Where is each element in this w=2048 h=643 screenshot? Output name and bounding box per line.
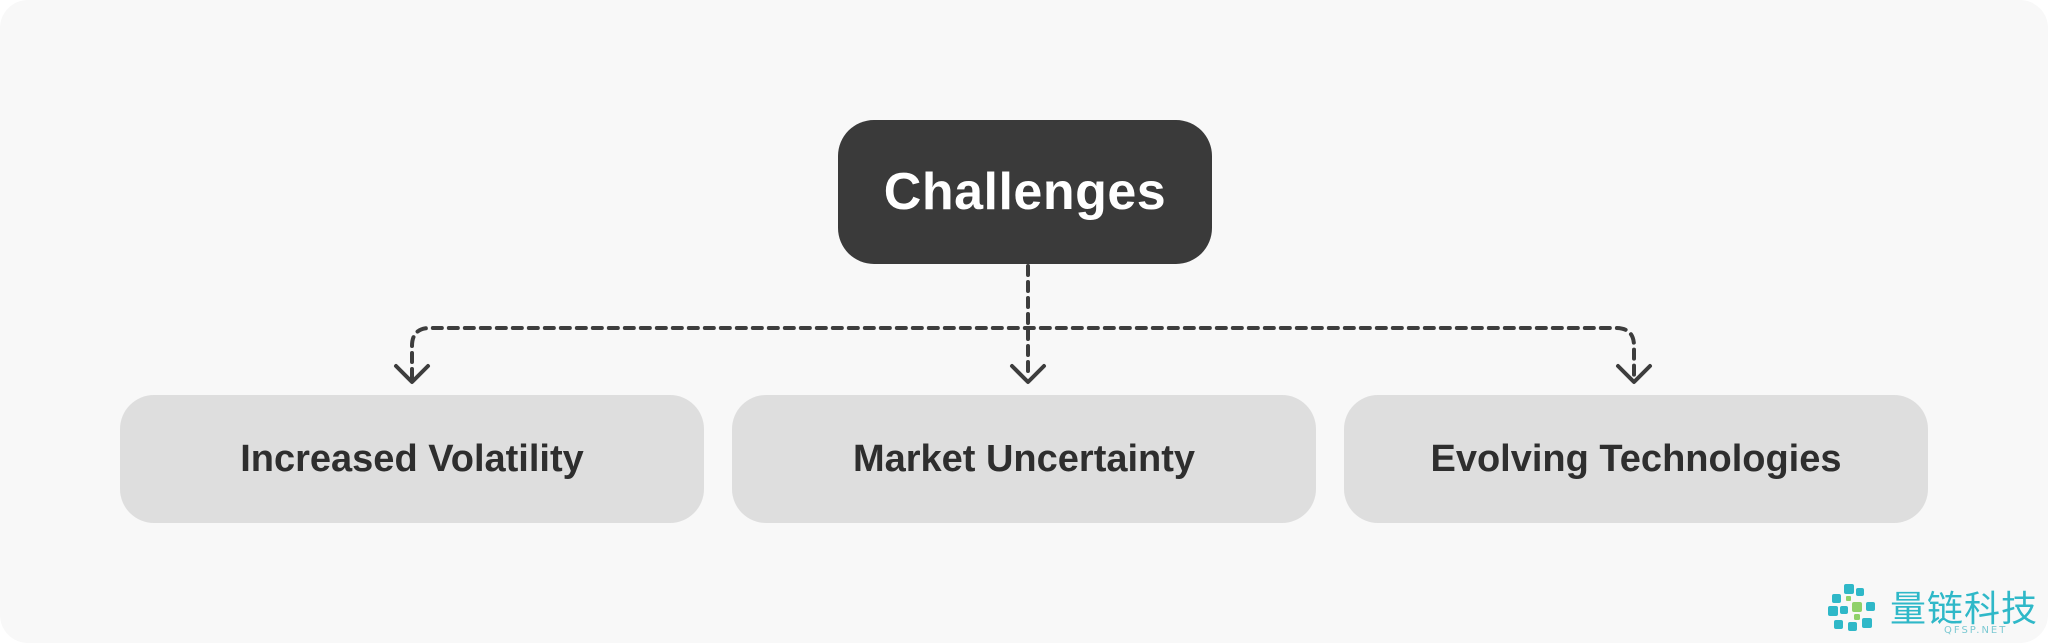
watermark: 量链科技 QFSP.NET [1826,580,2039,640]
child-node-evolving-technologies: Evolving Technologies [1344,395,1928,523]
root-node-label: Challenges [883,163,1167,221]
arrowhead-right [1616,364,1652,384]
connector-branch [410,326,1636,380]
root-node-challenges: Challenges [838,120,1212,264]
watermark-logo-icon [1828,584,1875,631]
arrowhead-center [1010,364,1046,384]
child-node-label: Increased Volatility [240,437,584,480]
child-node-label: Evolving Technologies [1430,437,1842,480]
arrowhead-left [394,364,430,384]
child-node-label: Market Uncertainty [852,437,1196,480]
watermark-text: 量链科技 [1890,589,2039,630]
watermark-subtext: QFSP.NET [1944,625,2008,636]
child-node-market-uncertainty: Market Uncertainty [732,395,1316,523]
child-node-increased-volatility: Increased Volatility [120,395,704,523]
